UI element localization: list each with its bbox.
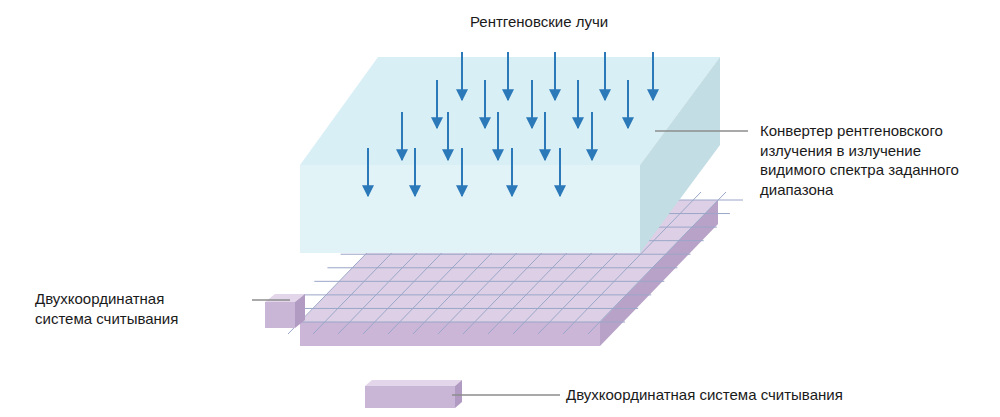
readout-block-bottom — [365, 380, 462, 408]
xray-arrow — [559, 148, 561, 196]
readout-block-left — [265, 294, 305, 328]
xray-arrow — [401, 112, 403, 160]
leader-line — [452, 394, 560, 396]
xray-arrow — [507, 52, 509, 100]
grid-line — [327, 267, 677, 268]
xray-arrow — [577, 80, 579, 128]
grid-line — [288, 308, 638, 309]
xray-arrow — [461, 52, 463, 100]
xray-label: Рентгеновские лучи — [470, 12, 608, 32]
xray-arrow — [436, 80, 438, 128]
xray-arrow — [367, 148, 369, 196]
xray-arrow — [484, 80, 486, 128]
readout-label: Двухкоординатная система считывания — [566, 385, 843, 405]
grid-line — [275, 322, 625, 323]
xray-arrow — [544, 112, 546, 160]
converter-slab — [300, 57, 720, 253]
grid-line — [341, 254, 691, 255]
xray-arrow — [627, 80, 629, 128]
leader-line — [655, 130, 748, 132]
xray-arrow — [604, 52, 606, 100]
xray-arrow — [497, 112, 499, 160]
xray-arrows — [368, 52, 653, 196]
xray-arrow — [531, 80, 533, 128]
xray-arrow — [652, 52, 654, 100]
leader-line — [252, 299, 290, 301]
readout-label: Двухкоординатная система считывания — [35, 289, 205, 328]
grid-line — [301, 294, 651, 295]
xray-arrow — [554, 52, 556, 100]
xray-arrow — [511, 148, 513, 196]
converter-label: Конвертер рентгеновского излучения в изл… — [760, 121, 990, 199]
xray-arrow — [447, 112, 449, 160]
xray-arrow — [591, 112, 593, 160]
xray-arrow — [461, 148, 463, 196]
xray-arrow — [414, 148, 416, 196]
grid-line — [314, 281, 664, 282]
